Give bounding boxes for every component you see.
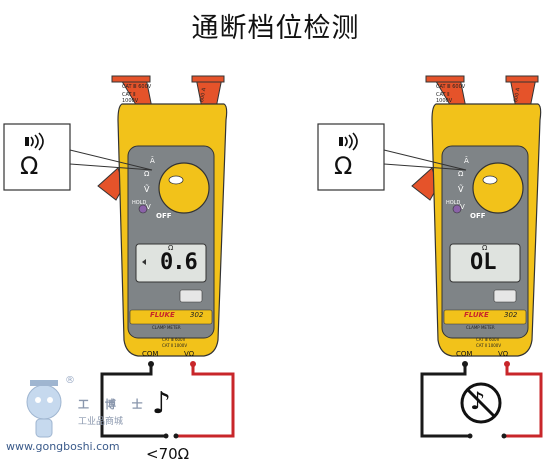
- right-note-icon: ♪: [470, 387, 486, 415]
- left-lcd-unit: Ω: [168, 244, 174, 252]
- left-clamp-meter: Ã Ω Ṽ V: [97, 75, 228, 367]
- left-bottom-cat-2: CAT Ⅱ 1000V: [162, 343, 188, 348]
- right-test-circuit: [420, 366, 543, 439]
- left-model-label: 302: [190, 311, 204, 319]
- svg-text:Ṽ: Ṽ: [458, 183, 464, 194]
- left-test-circuit: [100, 366, 235, 439]
- right-model-label: 302: [504, 311, 518, 319]
- right-brand-label: FLUKE: [464, 311, 489, 319]
- watermark-robot-icon: [26, 380, 62, 438]
- left-callout-ohm: Ω: [20, 152, 39, 180]
- svg-text:Ṽ: Ṽ: [144, 183, 150, 194]
- svg-text:Ã: Ã: [464, 156, 469, 165]
- right-clamp-meter: Ã Ω Ṽ V: [411, 75, 542, 367]
- right-callout-speaker-icon: [339, 132, 358, 151]
- no-sound-icon: [460, 382, 502, 424]
- right-bottom-cat-1: CAT Ⅲ 600V: [476, 337, 500, 342]
- left-hold-label: HOLD: [132, 200, 147, 206]
- left-cat-rating-1: CAT Ⅲ 600V: [122, 84, 152, 90]
- svg-text:Ω: Ω: [458, 170, 464, 178]
- left-port-com: COM: [142, 350, 159, 358]
- svg-text:Ã: Ã: [150, 156, 155, 165]
- left-subtitle-label: CLAMP METER: [152, 325, 181, 330]
- page-title: 通断档位检测: [191, 13, 360, 44]
- watermark-name: 工 博 士: [78, 398, 149, 411]
- svg-text:V: V: [460, 203, 465, 211]
- right-off-label: OFF: [470, 212, 486, 220]
- left-callout-speaker-icon: [25, 132, 44, 151]
- svg-text:Ω: Ω: [144, 170, 150, 178]
- left-bottom-cat-1: CAT Ⅲ 600V: [162, 337, 186, 342]
- right-port-v: VΩ: [498, 350, 509, 358]
- right-subtitle-label: CLAMP METER: [466, 325, 495, 330]
- left-off-label: OFF: [156, 212, 172, 220]
- svg-text:V: V: [146, 203, 151, 211]
- left-note-icon: ♪: [152, 386, 172, 421]
- right-cat-rating-1: CAT Ⅲ 600V: [436, 84, 466, 90]
- right-callout-box: [317, 123, 385, 191]
- right-lcd-value: OL: [470, 250, 497, 275]
- continuity-threshold-label: <70Ω: [146, 445, 190, 463]
- watermark-url: www.gongboshi.com: [6, 440, 120, 453]
- right-port-com: COM: [456, 350, 473, 358]
- left-callout-box: [3, 123, 71, 191]
- left-port-v: VΩ: [184, 350, 195, 358]
- watermark-subtitle: 工业品商城: [78, 417, 124, 427]
- right-hold-label: HOLD: [446, 200, 461, 206]
- left-brand-label: FLUKE: [150, 311, 175, 319]
- right-lcd-unit: Ω: [482, 244, 488, 252]
- right-bottom-cat-2: CAT Ⅱ 1000V: [476, 343, 502, 348]
- right-cat-rating-2: CAT Ⅱ 1000V: [436, 92, 453, 104]
- left-lcd-value: 0.6: [160, 250, 198, 275]
- left-cat-rating-2: CAT Ⅱ 1000V: [122, 92, 139, 104]
- right-callout-ohm: Ω: [334, 152, 353, 180]
- watermark-registered-mark: ®: [65, 375, 75, 386]
